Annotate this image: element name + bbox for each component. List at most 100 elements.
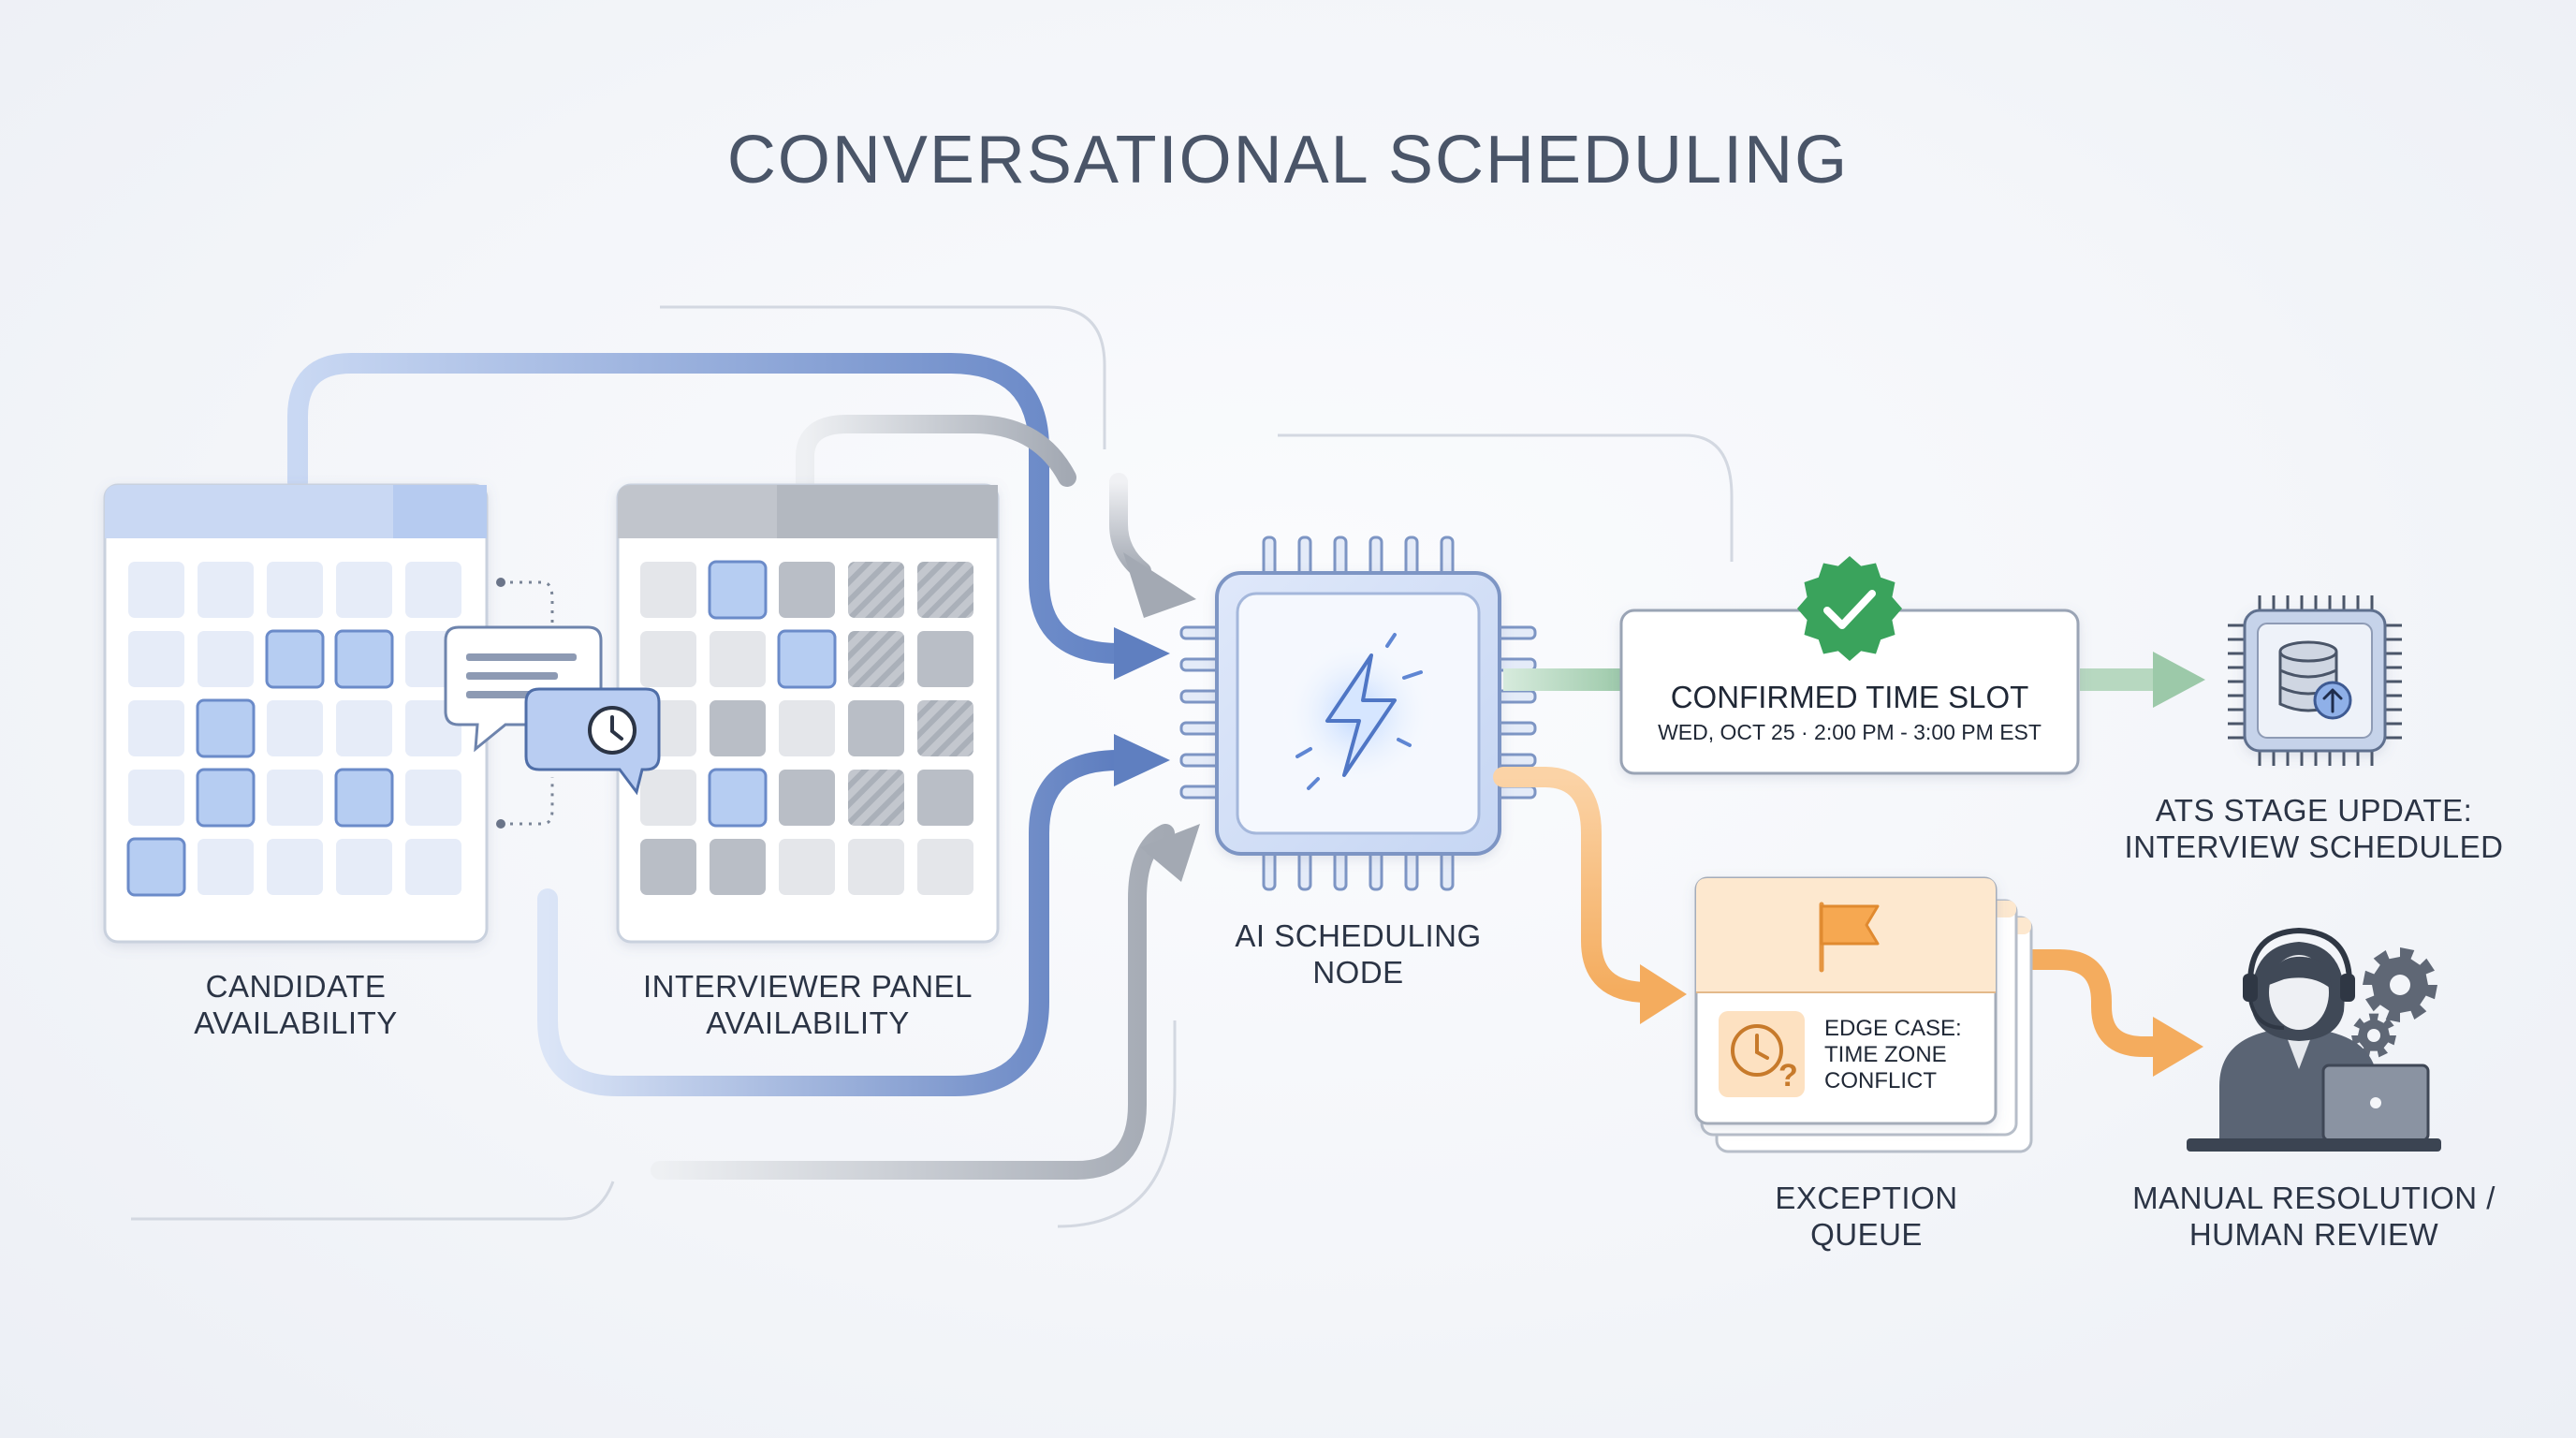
calendar-cell	[128, 631, 184, 687]
calendar-cell	[779, 770, 835, 826]
flow-interviewer-to-node	[796, 415, 1196, 618]
ats-label-line-1: ATS STAGE UPDATE:	[2155, 793, 2473, 828]
ai-node-label-line-1: AI SCHEDULING	[1235, 918, 1482, 953]
manual-resolution-label: MANUAL RESOLUTION / HUMAN REVIEW	[2093, 1180, 2535, 1253]
clock-question-icon: ?	[1719, 1011, 1805, 1097]
ats-stage-label: ATS STAGE UPDATE: INTERVIEW SCHEDULED	[2093, 792, 2535, 865]
laptop-icon	[2187, 1064, 2441, 1152]
calendar-cell	[336, 839, 392, 895]
calendar-cell	[779, 839, 835, 895]
gray-arrowhead-bottom	[1140, 824, 1200, 882]
calendar-cell	[128, 562, 184, 618]
exception-label-line-2: QUEUE	[1810, 1217, 1923, 1252]
calendar-cell	[267, 700, 323, 756]
check-badge-icon	[1797, 556, 1902, 661]
confirmed-detail: WED, OCT 25 · 2:00 PM - 3:00 PM EST	[1658, 720, 2042, 744]
manual-label-line-2: HUMAN REVIEW	[2188, 1217, 2439, 1252]
calendar-cell	[917, 631, 973, 687]
interviewer-label-line-2: AVAILABILITY	[706, 1005, 910, 1040]
upload-arrow-icon	[2313, 681, 2352, 720]
calendar-cell	[917, 700, 973, 756]
edge-case-line-1: EDGE CASE:	[1824, 1016, 1962, 1041]
exception-queue-cards: ?	[1694, 876, 2033, 1153]
calendar-cell	[336, 562, 392, 618]
calendar-cell	[777, 629, 837, 689]
calendar-cell	[640, 631, 696, 687]
edge-case-line-2: TIME ZONE	[1824, 1042, 1947, 1067]
exception-label-line-1: EXCEPTION	[1775, 1181, 1958, 1215]
calendar-cell	[848, 839, 904, 895]
calendar-cell	[265, 629, 325, 689]
flow-gray-bottom-to-node	[651, 824, 1200, 1180]
calendar-cell	[126, 837, 186, 897]
calendar-cell	[848, 562, 904, 618]
calendar-cell	[708, 768, 768, 828]
gray-arrowhead-top	[1123, 552, 1196, 618]
chip-pins	[1179, 536, 1537, 891]
calendar-cell	[405, 562, 461, 618]
calendar-cell	[267, 770, 323, 826]
calendar-cell	[710, 631, 766, 687]
calendar-cell	[779, 700, 835, 756]
ats-label-line-2: INTERVIEW SCHEDULED	[2124, 829, 2504, 864]
edge-case-line-3: CONFLICT	[1824, 1068, 1937, 1093]
calendar-cell	[267, 562, 323, 618]
calendar-cell	[917, 770, 973, 826]
ai-node-label: AI SCHEDULING NODE	[1194, 917, 1522, 990]
calendar-cell	[198, 631, 254, 687]
calendar-cell	[848, 700, 904, 756]
decorative-lines	[131, 305, 1734, 1228]
calendar-cell	[848, 631, 904, 687]
calendar-cell	[198, 839, 254, 895]
flow-loop-to-node	[537, 734, 1170, 1096]
flow-node-to-confirmed	[1503, 668, 1625, 691]
flow-candidate-to-node	[287, 353, 1170, 680]
calendar-cell	[708, 560, 768, 620]
calendar-cell	[334, 768, 394, 828]
calendar-cell	[196, 698, 256, 758]
blue-arrowhead-top	[1114, 627, 1170, 680]
support-agent-icon	[2187, 927, 2441, 1152]
confirmed-heading: CONFIRMED TIME SLOT	[1671, 680, 2029, 714]
interviewer-calendar-grid	[640, 560, 973, 895]
calendar-cell	[196, 768, 256, 828]
calendar-cell	[405, 839, 461, 895]
candidate-label-line-2: AVAILABILITY	[194, 1005, 398, 1040]
calendar-cell	[640, 562, 696, 618]
flag-icon	[1819, 902, 1880, 973]
ai-node-label-line-2: NODE	[1312, 955, 1404, 990]
calendar-cell	[198, 562, 254, 618]
calendar-cell	[710, 700, 766, 756]
calendar-cell	[848, 770, 904, 826]
calendar-cell	[640, 770, 696, 826]
calendar-cell	[336, 700, 392, 756]
calendar-cell	[334, 629, 394, 689]
clock-chat-icon	[524, 687, 661, 796]
flow-exception-to-manual	[2023, 949, 2203, 1077]
candidate-calendar-grid	[126, 562, 461, 897]
blue-arrowhead-bottom	[1114, 734, 1170, 786]
svg-text:?: ?	[1778, 1058, 1798, 1093]
calendar-cell	[128, 770, 184, 826]
interviewer-label-line-1: INTERVIEWER PANEL	[642, 969, 973, 1004]
calendar-cell	[779, 562, 835, 618]
ai-scheduling-chip	[1179, 536, 1537, 891]
interviewer-availability-label: INTERVIEWER PANEL AVAILABILITY	[599, 968, 1017, 1041]
ats-chip	[2228, 595, 2402, 766]
calendar-cell	[917, 839, 973, 895]
calendar-cell	[405, 770, 461, 826]
flow-node-to-exception	[1493, 767, 1687, 1024]
calendar-cell	[710, 839, 766, 895]
page-title: CONVERSATIONAL SCHEDULING	[726, 123, 1850, 198]
candidate-label-line-1: CANDIDATE	[205, 969, 387, 1004]
calendar-cell	[267, 839, 323, 895]
lightning-bolt-icon	[1325, 653, 1397, 777]
calendar-cell	[917, 562, 973, 618]
exception-queue-label: EXCEPTION QUEUE	[1717, 1180, 2016, 1253]
manual-label-line-1: MANUAL RESOLUTION /	[2132, 1181, 2496, 1215]
candidate-availability-label: CANDIDATE AVAILABILITY	[105, 968, 487, 1041]
gear-icon	[2351, 947, 2437, 1058]
flow-confirmed-to-ats	[2080, 652, 2205, 708]
calendar-cell	[128, 700, 184, 756]
